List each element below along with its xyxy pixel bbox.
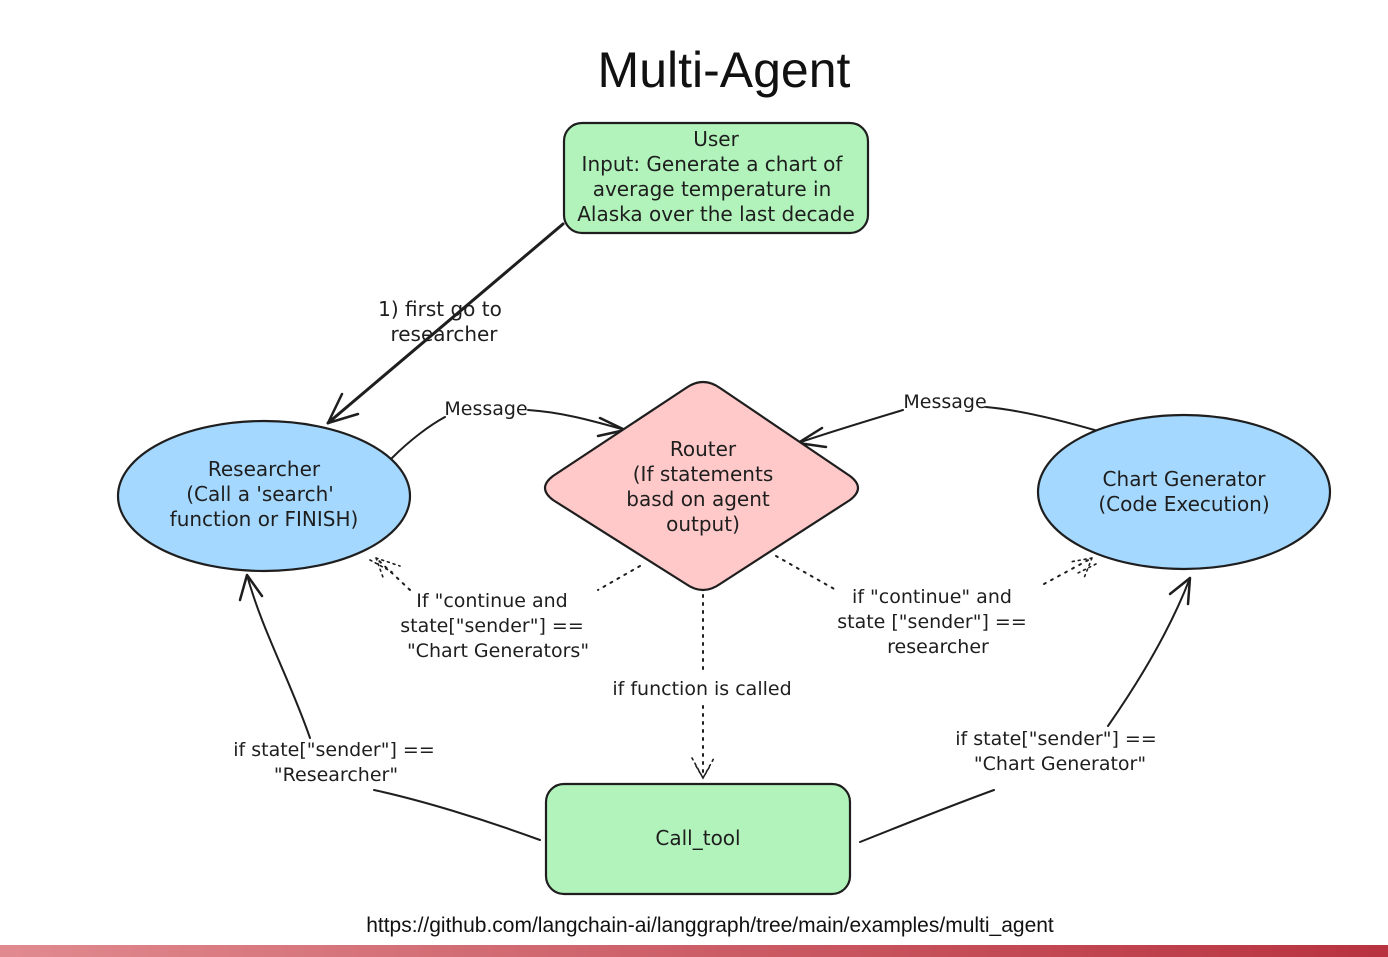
researcher-node-line-3: function or FINISH) — [170, 507, 359, 531]
user-node-title: User — [693, 127, 739, 151]
chart-generator-node-ellipse — [1036, 413, 1332, 571]
label-sender-researcher-line-1: if state["sender"] == — [233, 739, 435, 761]
router-node-line-2: (If statements — [633, 462, 774, 486]
diagram-title: Multi-Agent — [598, 42, 851, 98]
label-first-go-line-1: 1) first go to — [378, 297, 502, 321]
label-first-go-line-2: researcher — [390, 322, 498, 346]
researcher-node-line-2: (Call a 'search' — [186, 482, 334, 506]
arrowhead-into-researcher — [326, 392, 360, 425]
router-node: Router (If statements basd on agent outp… — [543, 380, 860, 592]
label-message-right: Message — [903, 391, 986, 413]
edge-router-to-researcher-dotted — [597, 565, 641, 591]
dotted-arrowhead-into-chart-generator — [1069, 557, 1097, 579]
arrowhead-call-tool-into-researcher — [238, 573, 264, 602]
researcher-node-ellipse — [116, 419, 412, 573]
edge-call-tool-to-chart-generator — [859, 577, 1191, 843]
label-sender-chart-line-1: if state["sender"] == — [955, 728, 1157, 750]
edge-researcher-to-router — [391, 409, 626, 459]
edge-router-to-chart-dotted — [775, 555, 837, 591]
label-sender-chart-line-2: "Chart Generator" — [974, 753, 1146, 775]
label-continue-chart-line-2: state["sender"] == — [400, 615, 584, 637]
edge-router-to-researcher-dotted-2 — [375, 557, 411, 591]
user-node-input-line-1: Input: Generate a chart of — [582, 152, 844, 176]
label-message-left: Message — [444, 398, 527, 420]
label-continue-researcher-line-3: researcher — [887, 636, 989, 658]
router-node-title: Router — [670, 437, 737, 461]
label-continue-researcher-line-1: if "continue" and — [852, 586, 1012, 608]
dotted-arrowhead-into-call-tool — [691, 757, 715, 780]
footer-source-url: https://github.com/langchain-ai/langgrap… — [366, 914, 1054, 937]
edge-router-to-chart-dotted-2 — [1043, 557, 1093, 585]
user-node-input-line-3: Alaska over the last decade — [577, 202, 855, 226]
call-tool-node: Call_tool — [544, 782, 852, 896]
router-node-line-4: output) — [666, 512, 740, 536]
router-node-diamond — [543, 380, 860, 592]
chart-generator-node-title: Chart Generator — [1103, 467, 1267, 491]
researcher-node: Researcher (Call a 'search' function or … — [116, 419, 412, 573]
router-node-line-3: basd on agent — [626, 487, 770, 511]
call-tool-node-box — [544, 782, 852, 896]
label-continue-chart-line-3: "Chart Generators" — [407, 640, 589, 662]
user-node: User Input: Generate a chart of average … — [562, 121, 870, 235]
label-continue-chart-line-1: If "continue and — [416, 590, 567, 612]
user-node-input-line-2: average temperature in — [593, 177, 832, 201]
user-node-box — [562, 121, 870, 235]
footer-accent-bar — [0, 945, 1388, 957]
arrowhead-call-tool-into-chart-generator — [1168, 576, 1192, 606]
edge-call-tool-to-researcher — [246, 574, 541, 841]
researcher-node-title: Researcher — [208, 457, 321, 481]
call-tool-node-title: Call_tool — [655, 826, 740, 850]
edge-chart-generator-to-router — [797, 406, 1099, 444]
chart-generator-node-line-2: (Code Execution) — [1098, 492, 1269, 516]
edge-user-to-researcher — [326, 222, 565, 425]
label-function-called: if function is called — [612, 678, 791, 700]
chart-generator-node: Chart Generator (Code Execution) — [1036, 413, 1332, 571]
dotted-arrowhead-into-researcher — [369, 557, 401, 581]
label-sender-researcher-line-2: "Researcher" — [274, 764, 398, 786]
label-continue-researcher-line-2: state ["sender"] == — [837, 611, 1027, 633]
